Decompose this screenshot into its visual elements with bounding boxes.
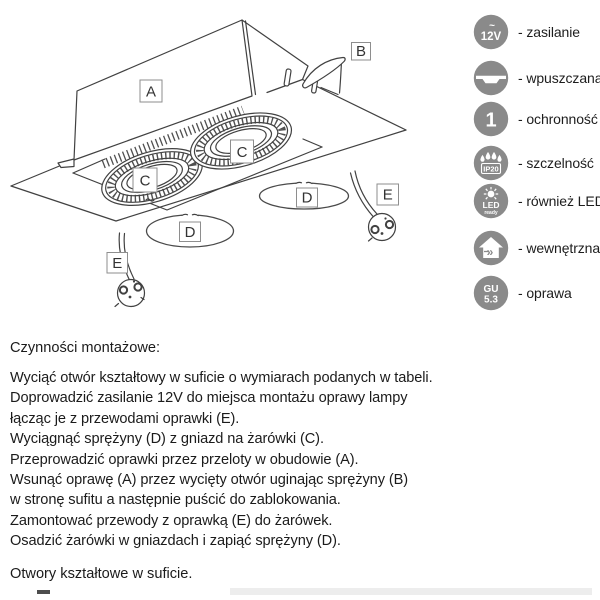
callout-label-c1: C xyxy=(132,167,158,193)
housing-box xyxy=(73,19,309,161)
callout-label-e1: E xyxy=(106,252,128,274)
protection-class-icon: 1 xyxy=(473,101,509,137)
svg-text:D: D xyxy=(185,224,196,241)
feature-label: - oprawa xyxy=(518,284,572,301)
feature-row-wpuszczana: - wpuszczana xyxy=(471,60,600,96)
callout-label-e2: E xyxy=(376,183,399,206)
svg-text:1: 1 xyxy=(485,110,496,132)
svg-text:5.3: 5.3 xyxy=(484,294,498,305)
water-droplets xyxy=(480,151,502,162)
indoor-use-icon: » xyxy=(473,230,509,265)
svg-text:GU: GU xyxy=(484,284,499,295)
instruction-step: Wyciąć otwór kształtowy w suficie o wymi… xyxy=(10,370,433,386)
callout-label-b: B xyxy=(351,42,371,61)
instruction-step: Wyciągnąć sprężyny (D) z gniazd na żarów… xyxy=(10,431,324,448)
feature-row-zasilanie: ~ 12V - zasilanie xyxy=(471,14,580,50)
instruction-step: Przeprowadzić oprawki przez przeloty w o… xyxy=(10,451,359,468)
lamp-holder-e2 xyxy=(349,170,397,242)
svg-text:LED: LED xyxy=(483,200,500,210)
feature-label: - również LED xyxy=(518,192,600,209)
gu53-socket-icon: GU 5.3 xyxy=(473,275,509,310)
svg-text:C: C xyxy=(140,173,151,190)
svg-text:A: A xyxy=(146,84,156,101)
feature-row-led: LED ready - również LED xyxy=(471,183,600,219)
retaining-spring-d2 xyxy=(258,180,350,210)
power-12v-icon: ~ 12V xyxy=(473,14,509,49)
instruction-step: Zamontować przewody z oprawką (E) do żar… xyxy=(10,512,333,529)
svg-text:C: C xyxy=(237,144,248,161)
feature-row-ochronnosc: 1 - ochronność xyxy=(471,101,598,137)
lamp-detail-mark xyxy=(145,198,155,202)
plate-foot xyxy=(57,158,75,169)
instruction-step: Wsunąć oprawę (A) przez wycięty otwór ug… xyxy=(10,472,409,489)
svg-text:IP20: IP20 xyxy=(483,164,498,173)
svg-text:~: ~ xyxy=(489,20,495,31)
feature-legend: ~ 12V - zasilanie - wpuszczana 1 - ochro… xyxy=(471,0,600,320)
instruction-step: w stronę sufitu a następnie puścić do za… xyxy=(10,492,341,509)
callout-label-c2: C xyxy=(230,139,254,164)
lamp-ribbed-bezel xyxy=(196,115,286,167)
svg-text:ready: ready xyxy=(484,210,498,216)
svg-text:B: B xyxy=(356,43,366,60)
mounting-spring-b xyxy=(302,56,346,96)
svg-text:12V: 12V xyxy=(481,31,502,43)
feature-label: - wewnętrzna xyxy=(518,239,600,256)
ip20-rating-icon: IP20 xyxy=(473,145,509,180)
instructions-footer: Otwory kształtowe w suficie. xyxy=(10,565,193,582)
feature-row-szczelnosc: IP20 - szczelność xyxy=(471,145,594,181)
retaining-spring-d1 xyxy=(145,212,235,248)
inner-wall-hatching xyxy=(101,105,245,169)
svg-text:D: D xyxy=(302,190,313,207)
callout-label-a: A xyxy=(139,79,163,103)
cutoff-table-mark xyxy=(37,590,50,594)
lamp-ribbed-bezel xyxy=(107,151,197,203)
svg-text:»: » xyxy=(487,244,494,258)
recessed-mount-icon xyxy=(473,60,509,95)
feature-label: - zasilanie xyxy=(518,23,580,40)
cutoff-table-edge xyxy=(230,588,592,595)
feature-row-oprawa: GU 5.3 - oprawa xyxy=(471,275,572,311)
svg-text:E: E xyxy=(383,187,393,204)
feature-label: - szczelność xyxy=(518,154,594,171)
instruction-step: Doprowadzić zasilanie 12V do miejsca mon… xyxy=(10,390,408,407)
feature-label: - ochronność xyxy=(518,111,598,127)
callout-label-d2: D xyxy=(296,187,318,208)
callout-label-d1: D xyxy=(179,221,201,242)
led-ready-icon: LED ready xyxy=(473,183,509,218)
installation-instructions: Czynności montażowe: Wyciąć otwór kształ… xyxy=(10,338,480,584)
svg-text:E: E xyxy=(112,255,122,272)
feature-label: - wpuszczana xyxy=(518,69,600,86)
instruction-step: Osadzić żarówki w gniazdach i zapiąć spr… xyxy=(10,533,341,550)
feature-row-wewnetrzna: » - wewnętrzna xyxy=(471,230,600,266)
instruction-step: łącząc je z przewodami oprawki (E). xyxy=(10,410,240,427)
fixture-assembly-diagram: A B C C D D E E xyxy=(10,19,407,308)
instructions-heading: Czynności montażowe: xyxy=(10,340,161,356)
